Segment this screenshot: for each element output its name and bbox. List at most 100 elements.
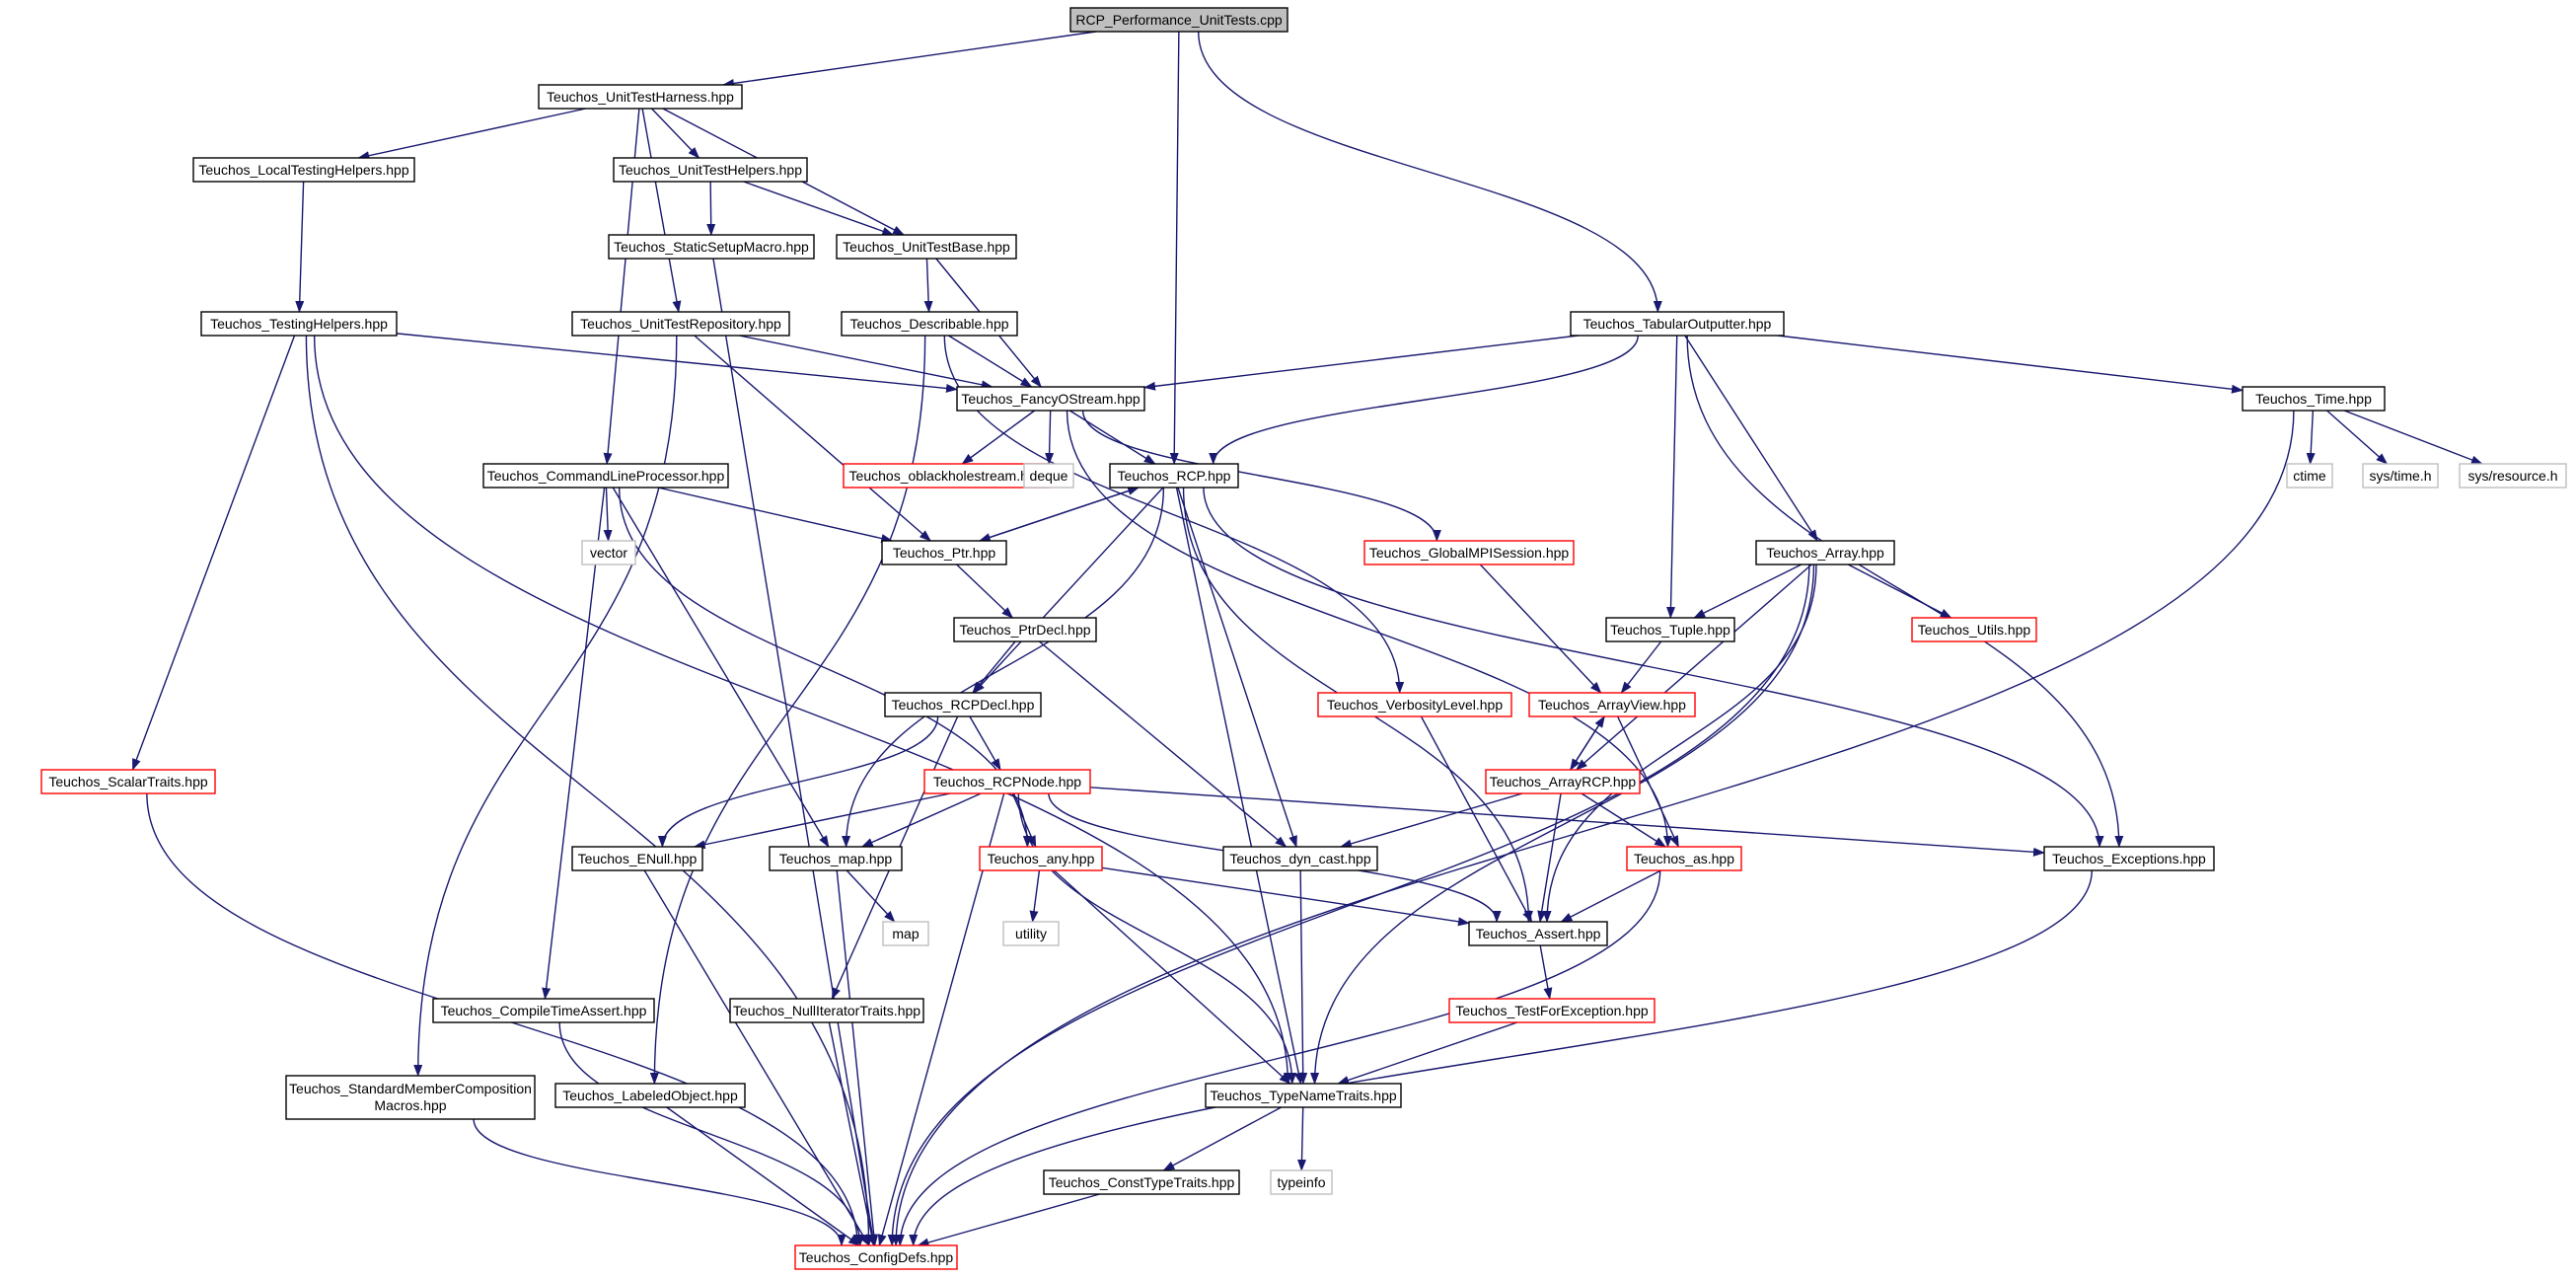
- node-label-map: map: [892, 926, 919, 941]
- node-box-rcpnode: [923, 769, 1091, 794]
- node-label-ctime: ctime: [2293, 468, 2326, 484]
- node-box-describable: [841, 311, 1018, 337]
- node-labeled[interactable]: Teuchos_LabeledObject.hpp: [554, 1083, 746, 1108]
- node-root[interactable]: RCP_Performance_UnitTests.cpp: [1069, 7, 1288, 33]
- node-oblackhole[interactable]: Teuchos_oblackholestream.hpp: [843, 463, 1050, 489]
- edge-tuple-to-arrayview: [1620, 640, 1662, 694]
- edge-any-to-typename: [1053, 869, 1291, 1085]
- node-testforexc[interactable]: Teuchos_TestForException.hpp: [1448, 998, 1656, 1023]
- node-map_hpp[interactable]: Teuchos_map.hpp: [769, 846, 903, 871]
- node-map: map: [882, 921, 929, 946]
- node-utrepo[interactable]: Teuchos_UnitTestRepository.hpp: [571, 311, 790, 337]
- node-testinghelpers[interactable]: Teuchos_TestingHelpers.hpp: [200, 311, 398, 337]
- node-label-rcp: Teuchos_RCP.hpp: [1118, 468, 1231, 484]
- node-box-root: [1069, 7, 1288, 33]
- node-label-scalartraits: Teuchos_ScalarTraits.hpp: [48, 774, 208, 790]
- edge-localtest-to-testinghelpers: [295, 181, 305, 313]
- node-configdefs[interactable]: Teuchos_ConfigDefs.hpp: [794, 1244, 958, 1270]
- node-ptr[interactable]: Teuchos_Ptr.hpp: [881, 540, 1007, 565]
- node-verbosity[interactable]: Teuchos_VerbosityLevel.hpp: [1317, 692, 1512, 717]
- node-box-systime: [2362, 463, 2439, 489]
- node-label-rcpdecl: Teuchos_RCPDecl.hpp: [892, 697, 1035, 713]
- node-box-labeled: [554, 1083, 746, 1108]
- edge-arrayrcp-to-as: [1581, 792, 1666, 848]
- node-label-nulliter: Teuchos_NullIteratorTraits.hpp: [733, 1003, 920, 1018]
- node-cmdline[interactable]: Teuchos_CommandLineProcessor.hpp: [482, 463, 729, 489]
- node-label-exceptions: Teuchos_Exceptions.hpp: [2052, 851, 2206, 866]
- node-rcpdecl[interactable]: Teuchos_RCPDecl.hpp: [884, 692, 1042, 717]
- node-box-globalmpi: [1363, 540, 1575, 565]
- node-globalmpi[interactable]: Teuchos_GlobalMPISession.hpp: [1363, 540, 1575, 565]
- edge-exceptions-to-configdefs: [909, 869, 2093, 1246]
- edge-array-to-tuple: [1693, 564, 1803, 619]
- node-box-time: [2242, 386, 2386, 412]
- node-uthelpers[interactable]: Teuchos_UnitTestHelpers.hpp: [613, 157, 808, 183]
- edge-dyncast-to-typename: [1298, 869, 1308, 1085]
- node-consttype[interactable]: Teuchos_ConstTypeTraits.hpp: [1043, 1169, 1240, 1195]
- node-label-dyncast: Teuchos_dyn_cast.hpp: [1229, 851, 1370, 866]
- edge-fancy-to-globalmpi: [1081, 410, 1441, 542]
- node-fancy[interactable]: Teuchos_FancyOStream.hpp: [956, 386, 1145, 412]
- node-ptrdecl[interactable]: Teuchos_PtrDecl.hpp: [953, 617, 1097, 642]
- node-typename[interactable]: Teuchos_TypeNameTraits.hpp: [1205, 1083, 1402, 1108]
- edge-describable-to-fancy: [948, 335, 1033, 388]
- node-exceptions[interactable]: Teuchos_Exceptions.hpp: [2043, 846, 2215, 871]
- edge-fancy-to-rcp: [1068, 410, 1156, 465]
- node-any[interactable]: Teuchos_any.hpp: [979, 846, 1103, 871]
- node-label-typeinfo: typeinfo: [1277, 1174, 1325, 1190]
- node-array[interactable]: Teuchos_Array.hpp: [1755, 540, 1895, 565]
- node-assert[interactable]: Teuchos_Assert.hpp: [1468, 921, 1608, 946]
- node-localtest[interactable]: Teuchos_LocalTestingHelpers.hpp: [192, 157, 415, 183]
- node-arrayview[interactable]: Teuchos_ArrayView.hpp: [1528, 692, 1696, 717]
- node-label-configdefs: Teuchos_ConfigDefs.hpp: [799, 1249, 954, 1265]
- node-describable[interactable]: Teuchos_Describable.hpp: [841, 311, 1018, 337]
- edge-testinghelpers-to-typename: [313, 335, 1292, 1085]
- node-enull[interactable]: Teuchos_ENull.hpp: [571, 846, 703, 871]
- node-label-tabular: Teuchos_TabularOutputter.hpp: [1583, 316, 1772, 332]
- node-box-localtest: [192, 157, 415, 183]
- node-box-vector: [581, 540, 636, 565]
- node-arrayrcp[interactable]: Teuchos_ArrayRCP.hpp: [1485, 769, 1641, 794]
- edge-any-to-assert: [1101, 866, 1470, 927]
- node-tuple[interactable]: Teuchos_Tuple.hpp: [1605, 617, 1735, 642]
- edge-harness-to-uthelpers: [651, 108, 700, 159]
- node-label-sysres: sys/resource.h: [2467, 468, 2557, 484]
- edge-array-to-typename: [1310, 564, 1815, 1085]
- node-label-arrayview: Teuchos_ArrayView.hpp: [1538, 697, 1686, 713]
- node-utils[interactable]: Teuchos_Utils.hpp: [1911, 617, 2037, 642]
- edge-tabular-to-time: [1777, 335, 2244, 394]
- node-utbase[interactable]: Teuchos_UnitTestBase.hpp: [836, 234, 1017, 260]
- edge-array-to-utils: [1847, 564, 1952, 619]
- edge-time-to-ctime: [2306, 410, 2316, 465]
- node-box-utils: [1911, 617, 2037, 642]
- node-box-sysres: [2459, 463, 2567, 489]
- node-box-exceptions: [2043, 846, 2215, 871]
- node-tabular[interactable]: Teuchos_TabularOutputter.hpp: [1570, 311, 1785, 337]
- node-label-labeled: Teuchos_LabeledObject.hpp: [562, 1088, 738, 1103]
- node-as[interactable]: Teuchos_as.hpp: [1626, 846, 1742, 871]
- node-harness[interactable]: Teuchos_UnitTestHarness.hpp: [538, 84, 743, 110]
- node-label-any: Teuchos_any.hpp: [988, 851, 1095, 866]
- edge-cmdline-to-map_hpp: [612, 487, 830, 848]
- edge-rcpnode-to-any: [1011, 792, 1037, 848]
- edge-utrepo-to-fancy: [739, 335, 994, 390]
- node-label-as: Teuchos_as.hpp: [1634, 851, 1734, 866]
- node-box-assert: [1468, 921, 1608, 946]
- node-box-any: [979, 846, 1103, 871]
- edge-assert-to-testforexc: [1539, 944, 1553, 1000]
- node-scalartraits[interactable]: Teuchos_ScalarTraits.hpp: [40, 769, 216, 794]
- node-time[interactable]: Teuchos_Time.hpp: [2242, 386, 2386, 412]
- node-rcp[interactable]: Teuchos_RCP.hpp: [1109, 463, 1239, 489]
- node-dyncast[interactable]: Teuchos_dyn_cast.hpp: [1222, 846, 1378, 871]
- edge-typename-to-consttype: [1162, 1106, 1282, 1171]
- node-label-tuple: Teuchos_Tuple.hpp: [1610, 622, 1730, 638]
- node-nulliter[interactable]: Teuchos_NullIteratorTraits.hpp: [729, 998, 924, 1023]
- node-box-harness: [538, 84, 743, 110]
- edge-uthelpers-to-utbase: [743, 181, 895, 236]
- node-compiletime[interactable]: Teuchos_CompileTimeAssert.hpp: [432, 998, 655, 1023]
- node-rcpnode[interactable]: Teuchos_RCPNode.hpp: [923, 769, 1091, 794]
- node-label-utbase: Teuchos_UnitTestBase.hpp: [843, 239, 1010, 255]
- node-typeinfo: typeinfo: [1270, 1169, 1333, 1195]
- node-staticsetup[interactable]: Teuchos_StaticSetupMacro.hpp: [608, 234, 815, 260]
